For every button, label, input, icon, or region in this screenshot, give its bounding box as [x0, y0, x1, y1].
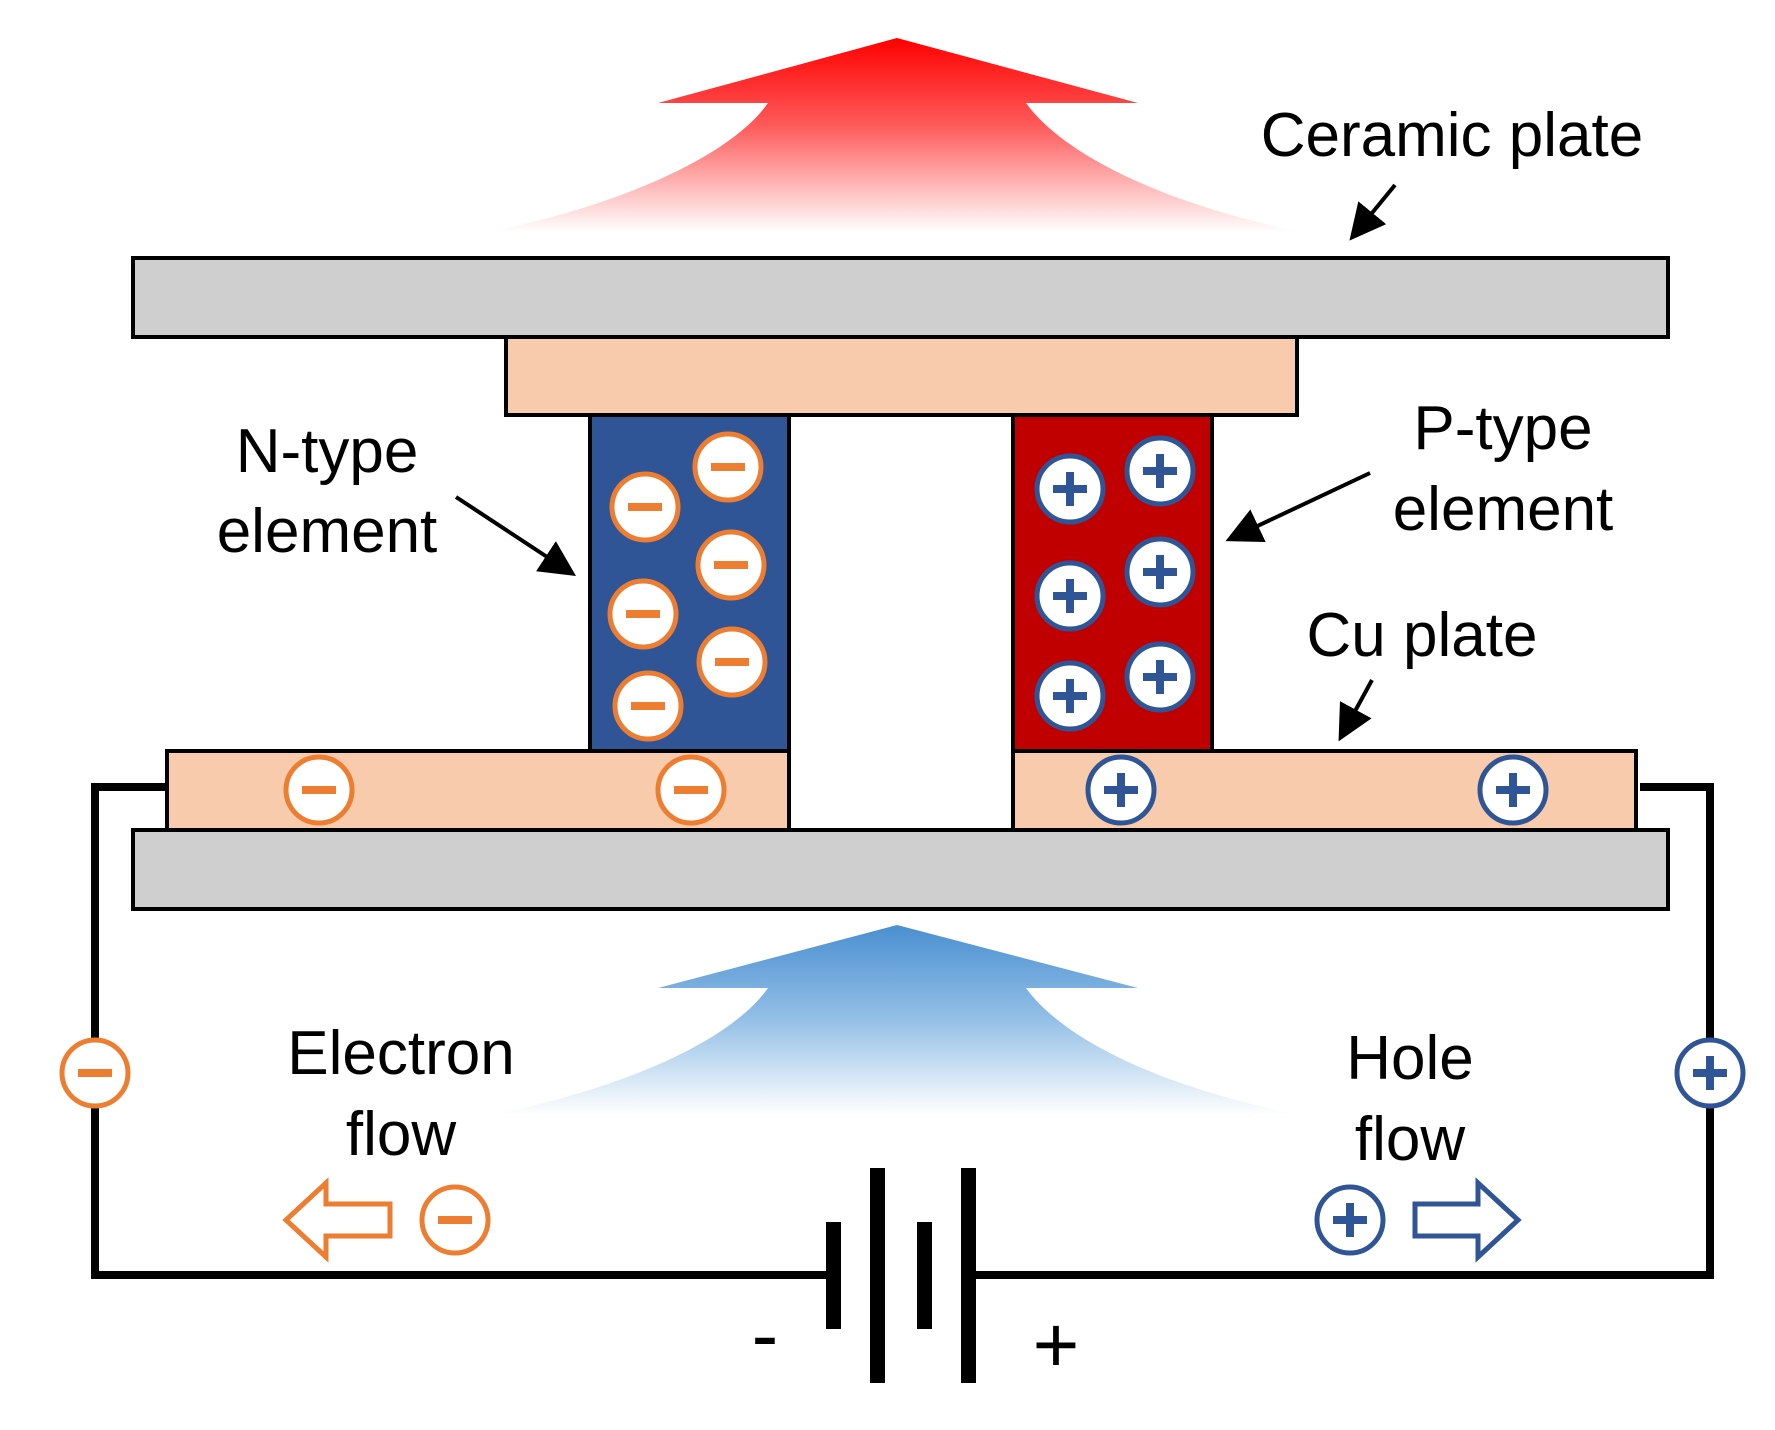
circuit-wire [91, 783, 1714, 1279]
hole-icon [1124, 536, 1196, 608]
p-type-pointer [1225, 471, 1371, 543]
hole-icon [1124, 641, 1196, 713]
hole-flow-label: flow [1355, 1105, 1465, 1174]
electron-icon [612, 670, 684, 742]
electron-icon [655, 754, 727, 826]
hole-icon [1124, 435, 1196, 507]
hole-icon [1674, 1037, 1746, 1109]
electron-icon [419, 1184, 491, 1256]
electron-icon [607, 578, 679, 650]
p-type-label: P-type [1413, 394, 1592, 463]
heat-in-arrow [490, 925, 1300, 1115]
hole-flow-label: Hole [1346, 1024, 1474, 1093]
electron-icon [59, 1037, 131, 1109]
p-type-label: element [1393, 475, 1614, 544]
battery [826, 1168, 976, 1383]
electron-icon [692, 431, 764, 503]
hole-icon [1085, 754, 1157, 826]
hole-icon [1034, 660, 1106, 732]
battery-negative-label: - [752, 1290, 779, 1379]
cu-plate-label: Cu plate [1307, 601, 1538, 670]
electron-flow-label: flow [346, 1100, 456, 1169]
n-type-label: element [217, 497, 438, 566]
cu-plate-pointer [1338, 679, 1374, 742]
electron-icon [283, 754, 355, 826]
top-ceramic-plate [131, 256, 1670, 339]
battery-positive-label: + [1033, 1300, 1080, 1389]
right-arrow-icon [1412, 1177, 1522, 1263]
hole-icon [1034, 453, 1106, 525]
ceramic-plate-label: Ceramic plate [1261, 101, 1643, 170]
heat-out-arrow [490, 38, 1300, 232]
hole-icon [1034, 560, 1106, 632]
n-type-pointer [454, 495, 577, 576]
electron-flow-label: Electron [287, 1019, 514, 1088]
electron-icon [695, 529, 767, 601]
hole-icon [1477, 754, 1549, 826]
electron-icon [696, 626, 768, 698]
left-arrow-icon [282, 1177, 393, 1263]
hole-icon [1314, 1184, 1386, 1256]
electron-icon [609, 471, 681, 543]
top-cu-plate [504, 335, 1299, 417]
bottom-ceramic-plate [131, 828, 1670, 911]
ceramic-plate-pointer [1349, 183, 1397, 241]
n-type-label: N-type [236, 417, 419, 486]
